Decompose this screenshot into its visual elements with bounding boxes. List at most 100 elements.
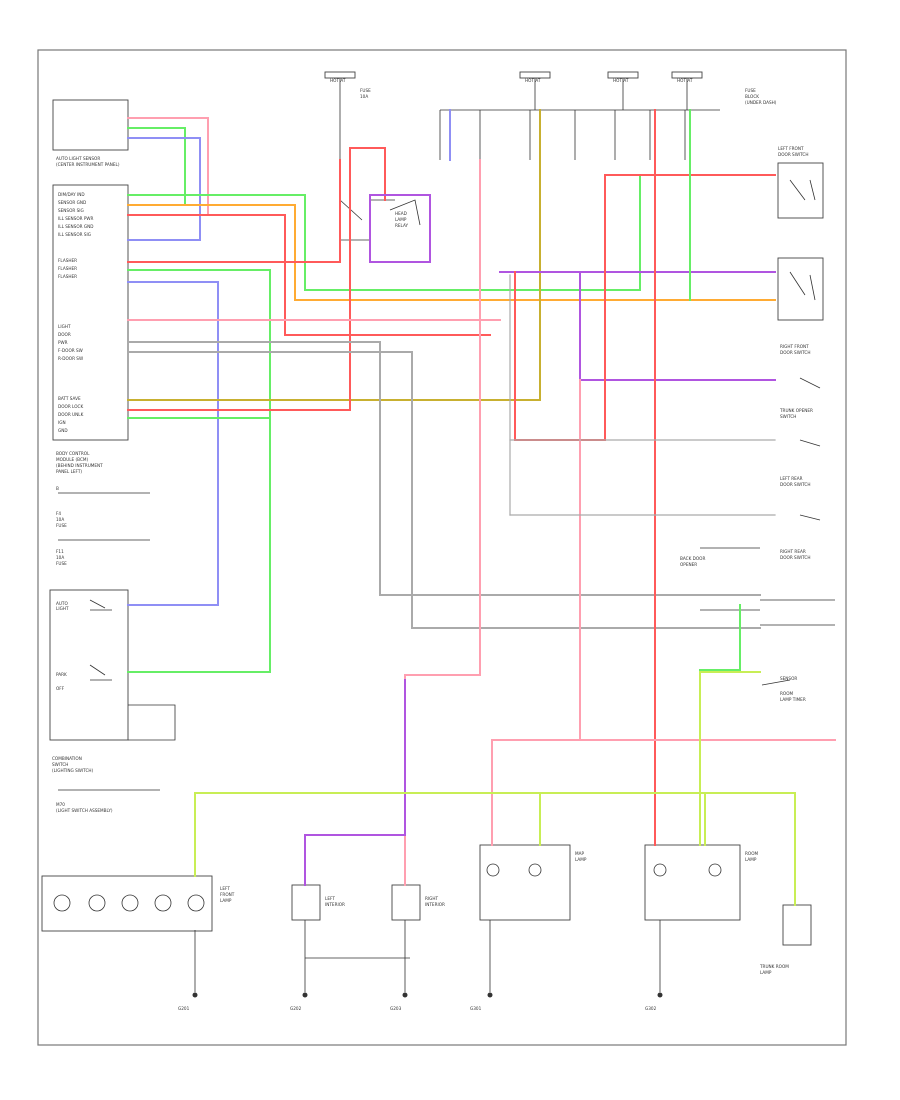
svg-text:BLOCK: BLOCK — [745, 94, 759, 99]
svg-text:LEFT REAR: LEFT REAR — [780, 476, 803, 481]
svg-text:FLASHER: FLASHER — [58, 266, 77, 271]
svg-text:LAMP: LAMP — [220, 898, 232, 903]
svg-text:OFF: OFF — [56, 686, 65, 691]
svg-text:FUSE: FUSE — [745, 88, 756, 93]
svg-text:PWR: PWR — [58, 340, 68, 345]
svg-text:FUSE: FUSE — [56, 523, 67, 528]
svg-text:HOT AT: HOT AT — [525, 78, 541, 83]
svg-text:HOT AT: HOT AT — [677, 78, 693, 83]
door-switch-mid — [777, 257, 824, 321]
svg-text:10A: 10A — [360, 94, 368, 99]
svg-text:M70: M70 — [56, 802, 65, 807]
svg-text:(BEHIND INSTRUMENT: (BEHIND INSTRUMENT — [56, 463, 103, 468]
svg-text:INTERIOR: INTERIOR — [325, 902, 345, 907]
svg-text:FUSE: FUSE — [56, 561, 67, 566]
svg-text:DOOR: DOOR — [58, 332, 71, 337]
svg-text:LAMP: LAMP — [395, 217, 407, 222]
svg-text:(LIGHT SWITCH ASSEMBLY): (LIGHT SWITCH ASSEMBLY) — [56, 808, 113, 813]
svg-text:G302: G302 — [645, 1006, 657, 1011]
svg-text:G301: G301 — [470, 1006, 482, 1011]
svg-text:G201: G201 — [178, 1006, 190, 1011]
svg-text:DOOR SWITCH: DOOR SWITCH — [780, 350, 810, 355]
svg-text:R-DOOR SW: R-DOOR SW — [58, 356, 83, 361]
svg-text:ILL SENSOR PWR: ILL SENSOR PWR — [58, 216, 94, 221]
svg-text:G203: G203 — [390, 1006, 402, 1011]
svg-text:F11: F11 — [56, 549, 64, 554]
svg-text:GND: GND — [58, 428, 68, 433]
room-lamp-box — [644, 844, 741, 921]
svg-text:SWITCH: SWITCH — [780, 414, 796, 419]
svg-text:BACK DOOR: BACK DOOR — [680, 556, 705, 561]
svg-text:10A: 10A — [56, 517, 64, 522]
svg-text:(UNDER DASH): (UNDER DASH) — [745, 100, 777, 105]
svg-text:LEFT: LEFT — [220, 886, 230, 891]
svg-text:SWITCH: SWITCH — [52, 762, 68, 767]
svg-text:DOOR UNLK: DOOR UNLK — [58, 412, 84, 417]
svg-text:HOT AT: HOT AT — [330, 78, 346, 83]
svg-text:LIGHT: LIGHT — [58, 324, 71, 329]
svg-text:PANEL LEFT): PANEL LEFT) — [56, 469, 82, 474]
svg-text:DOOR SWITCH: DOOR SWITCH — [778, 152, 808, 157]
svg-text:RIGHT: RIGHT — [425, 896, 439, 901]
svg-text:PARK: PARK — [56, 672, 67, 677]
svg-text:F-DOOR SW: F-DOOR SW — [58, 348, 83, 353]
rear-right-lamp-box — [782, 904, 812, 946]
svg-text:ROOM: ROOM — [745, 851, 759, 856]
front-lamp-cluster-bulbs — [53, 894, 205, 912]
svg-text:B: B — [56, 486, 59, 491]
svg-text:MAP: MAP — [575, 851, 584, 856]
fuse-block: HOT AT HOT AT HOT AT HOT AT FUSE 10A FUS… — [324, 71, 777, 105]
auto-light-sensor-label: AUTO LIGHT SENSOR — [56, 156, 100, 161]
svg-text:SENSOR GND: SENSOR GND — [58, 200, 86, 205]
front-lamp-cluster-box — [41, 875, 213, 932]
svg-text:ILL SENSOR SIG: ILL SENSOR SIG — [58, 232, 91, 237]
door-switch-top — [777, 162, 824, 219]
combination-switch-box — [49, 589, 129, 741]
svg-text:AUTO: AUTO — [56, 601, 68, 606]
svg-text:(LIGHTING SWITCH): (LIGHTING SWITCH) — [52, 768, 94, 773]
svg-text:LEFT: LEFT — [325, 896, 335, 901]
svg-text:RIGHT REAR: RIGHT REAR — [780, 549, 806, 554]
svg-text:ROOM: ROOM — [780, 691, 794, 696]
svg-text:MODULE (BCM): MODULE (BCM) — [56, 457, 88, 462]
rh-interior-lamp-box — [391, 884, 421, 921]
control-module-pins: DIM/DAY IND SENSOR GND SENSOR SIG ILL SE… — [58, 192, 94, 433]
svg-text:HEAD: HEAD — [395, 211, 407, 216]
ground-points: G201 G202 G203 G301 G302 — [178, 920, 663, 1011]
svg-text:ILL SENSOR GND: ILL SENSOR GND — [58, 224, 93, 229]
svg-text:DOOR LOCK: DOOR LOCK — [58, 404, 83, 409]
svg-text:DOOR SWITCH: DOOR SWITCH — [780, 482, 810, 487]
map-lamp-box — [479, 844, 571, 921]
svg-text:LAMP: LAMP — [760, 970, 772, 975]
svg-text:RIGHT FRONT: RIGHT FRONT — [780, 344, 809, 349]
svg-text:RELAY: RELAY — [395, 223, 409, 228]
combination-switch-label: COMBINATION — [52, 756, 82, 761]
colored-wires — [127, 109, 836, 906]
auto-light-sensor-box — [52, 99, 129, 151]
svg-text:10A: 10A — [56, 555, 64, 560]
svg-text:IGN: IGN — [58, 420, 66, 425]
svg-text:LAMP: LAMP — [575, 857, 587, 862]
svg-text:DOOR SWITCH: DOOR SWITCH — [780, 555, 810, 560]
svg-text:BATT SAVE: BATT SAVE — [58, 396, 81, 401]
svg-text:SENSOR SIG: SENSOR SIG — [58, 208, 84, 213]
svg-text:LAMP TIMER: LAMP TIMER — [780, 697, 806, 702]
svg-text:FUSE: FUSE — [360, 88, 371, 93]
svg-text:INTERIOR: INTERIOR — [425, 902, 445, 907]
svg-text:LEFT FRONT: LEFT FRONT — [778, 146, 804, 151]
svg-text:(CENTER INSTRUMENT PANEL): (CENTER INSTRUMENT PANEL) — [56, 162, 120, 167]
svg-text:G202: G202 — [290, 1006, 302, 1011]
svg-text:FLASHER: FLASHER — [58, 274, 77, 279]
svg-text:TRUNK ROOM: TRUNK ROOM — [759, 964, 789, 969]
svg-text:OPENER: OPENER — [680, 562, 697, 567]
svg-text:HOT AT: HOT AT — [613, 78, 629, 83]
control-module-box — [52, 184, 129, 441]
svg-text:FRONT: FRONT — [220, 892, 235, 897]
svg-text:LAMP: LAMP — [745, 857, 757, 862]
svg-text:DIM/DAY IND: DIM/DAY IND — [58, 192, 85, 197]
svg-text:TRUNK OPENER: TRUNK OPENER — [779, 408, 813, 413]
lh-interior-lamp-box — [291, 884, 321, 921]
svg-text:F4: F4 — [56, 511, 61, 516]
svg-text:LIGHT: LIGHT — [56, 606, 69, 611]
